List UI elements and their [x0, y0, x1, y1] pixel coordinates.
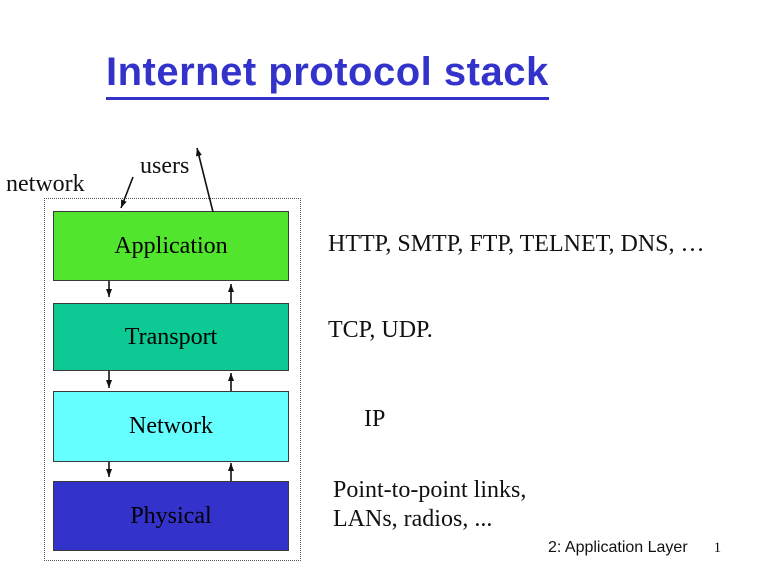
layer-box-physical: Physical	[53, 481, 289, 551]
layer-label-network: Network	[129, 413, 213, 439]
page-title: Internet protocol stack	[106, 50, 549, 100]
annotation-line-1: Point-to-point links,	[333, 477, 527, 503]
layer-box-application: Application	[53, 211, 289, 281]
layer-label-physical: Physical	[130, 502, 212, 529]
slide-footer: 2: Application Layer 1	[548, 539, 721, 557]
annotation-physical-links: Point-to-point links, LANs, radios, ...	[333, 476, 526, 534]
layer-label-application: Application	[114, 232, 228, 259]
annotation-network-protocols: IP	[364, 406, 386, 432]
footer-section-label: 2: Application Layer	[548, 539, 688, 556]
annotation-line-2: LANs, radios, ...	[333, 506, 493, 532]
layer-box-transport: Transport	[53, 303, 289, 371]
network-label: network	[6, 171, 85, 197]
protocol-stack-frame: Application Transport Network Physical	[44, 198, 301, 561]
annotation-application-protocols: HTTP, SMTP, FTP, TELNET, DNS, …	[328, 231, 705, 257]
annotation-transport-protocols: TCP, UDP.	[328, 317, 433, 343]
layer-label-transport: Transport	[124, 323, 218, 350]
layer-box-network: Network	[53, 391, 289, 462]
footer-page-number: 1	[713, 540, 722, 556]
users-label: users	[140, 153, 190, 179]
